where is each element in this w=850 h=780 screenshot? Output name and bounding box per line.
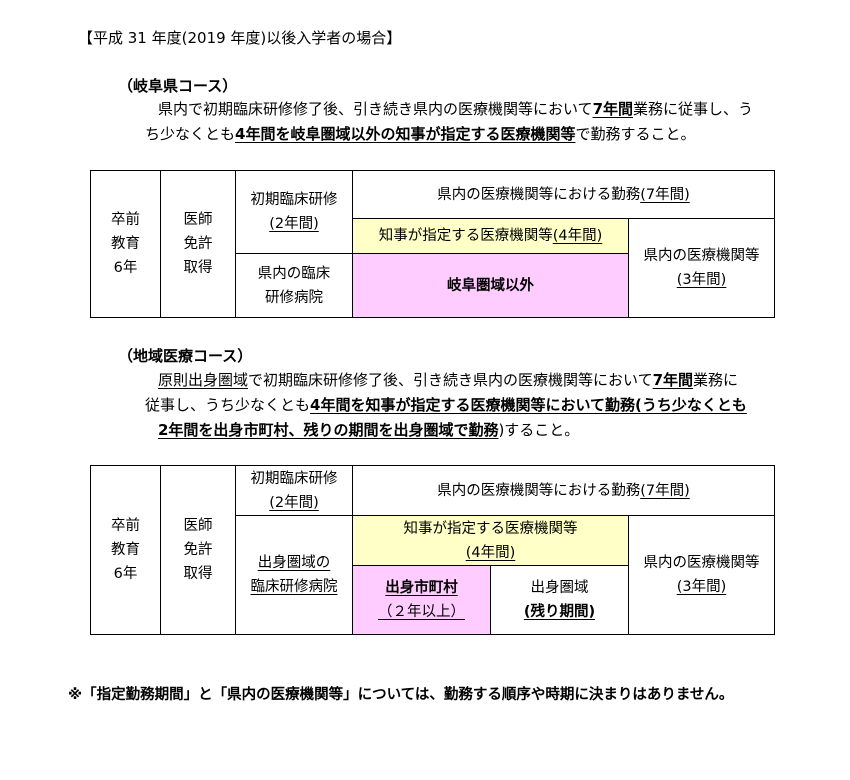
text-segment: 県内で初期臨床研修修了後、引き続き県内の医療機関等において xyxy=(158,100,593,118)
cell-text: 県内の医療機関等 xyxy=(643,555,760,571)
duration-text: （２年以上） xyxy=(378,604,465,620)
cell-text: 医師 xyxy=(183,212,213,228)
home-area-cell: 出身圏域 (残り期間) xyxy=(490,565,629,635)
duration-text: (3年間) xyxy=(676,579,727,595)
description-line: ち少なくとも 4年間を岐阜圏域以外の知事が指定する医療機関等 で勤務すること。 xyxy=(145,122,753,147)
underlined-segment: 原則出身圏域 xyxy=(158,371,249,389)
description-line: 県内で初期臨床研修修了後、引き続き県内の医療機関等において 7年間 業務に従事し… xyxy=(145,97,753,122)
cell-text: 県内の医療機関等における勤務 xyxy=(437,186,641,203)
cell-text: 初期臨床研修 xyxy=(250,192,338,208)
text-segment: )すること。 xyxy=(498,421,580,439)
pre-graduation-education-cell: 卒前 教育 6年 xyxy=(90,465,161,635)
cell-row: 県内の医療機関等における勤務 (7年間) xyxy=(437,183,690,207)
prefecture-service-header-cell: 県内の医療機関等における勤務 (7年間) xyxy=(352,465,775,516)
text-segment: で初期臨床研修修了後、引き続き県内の医療機関等において xyxy=(248,371,653,389)
medical-license-cell: 医師 免許 取得 xyxy=(160,465,236,635)
cell-text: 取得 xyxy=(183,566,213,582)
designated-institutions-cell: 知事が指定する医療機関等 (4年間) xyxy=(352,218,629,254)
training-hospital-cell: 県内の臨床 研修病院 xyxy=(235,253,353,318)
duration-text: (2年間) xyxy=(269,216,319,232)
cell-text: 県内の臨床 xyxy=(257,265,331,282)
description-line: 従事し、うち少なくとも 4年間を知事が指定する医療機関等において勤務(うち少なく… xyxy=(145,393,747,418)
emphasized-segment: 7年間 xyxy=(592,100,633,118)
cell-text: 出身市町村 xyxy=(385,580,458,596)
cell-text: 教育 xyxy=(111,236,140,252)
emphasized-segment: 4年間を知事が指定する医療機関等において勤務(うち少なくとも xyxy=(310,396,747,414)
text-segment: で勤務すること。 xyxy=(575,125,696,143)
duration-text: (2年間) xyxy=(269,494,319,511)
training-hospital-cell: 出身圏域の 臨床研修病院 xyxy=(235,515,353,635)
pre-graduation-education-cell: 卒前 教育 6年 xyxy=(90,170,161,318)
cell-text: 取得 xyxy=(183,260,213,276)
cell-text: 知事が指定する医療機関等 xyxy=(378,228,553,244)
initial-training-cell: 初期臨床研修 (2年間) xyxy=(235,170,353,254)
document-title: 【平成 31 年度(2019 年度)以後入学者の場合】 xyxy=(78,29,402,47)
cell-text: 県内の医療機関等における勤務 xyxy=(437,482,641,499)
community-course-description: 原則出身圏域 で初期臨床研修修了後、引き続き県内の医療機関等において 7年間 業… xyxy=(145,368,747,443)
cell-text: 初期臨床研修 xyxy=(250,470,338,487)
prefecture-institutions-cell: 県内の医療機関等 (3年間) xyxy=(628,218,775,318)
cell-text: 免許 xyxy=(183,542,213,558)
cell-text: 卒前 xyxy=(111,518,140,534)
emphasized-segment: 2年間を出身市町村、残りの期間を出身圏域で勤務 xyxy=(158,421,499,439)
cell-text: 出身圏域の xyxy=(257,555,331,571)
duration-text: (4年間) xyxy=(552,228,603,244)
duration-text: (残り期間) xyxy=(523,604,596,620)
outside-gifu-area-cell: 岐阜圏域以外 xyxy=(352,253,629,318)
cell-text: 臨床研修病院 xyxy=(250,579,338,595)
cell-text: 研修病院 xyxy=(265,289,323,306)
description-line: 2年間を出身市町村、残りの期間を出身圏域で勤務 )すること。 xyxy=(145,418,747,443)
duration-text: (4年間) xyxy=(465,544,516,561)
description-line: 原則出身圏域 で初期臨床研修修了後、引き続き県内の医療機関等において 7年間 業… xyxy=(145,368,747,393)
duration-text: (7年間) xyxy=(640,482,690,499)
footnote: ※「指定勤務期間」と「県内の医療機関等」については、勤務する順序や時期に決まりは… xyxy=(68,687,734,703)
gifu-course-timeline-table: 卒前 教育 6年 医師 免許 取得 初期臨床研修 (2年間) 県内の臨床 研修病… xyxy=(90,170,775,318)
cell-text: 知事が指定する医療機関等 xyxy=(403,520,578,537)
cell-text: 医師 xyxy=(183,518,213,534)
home-municipality-cell: 出身市町村 （２年以上） xyxy=(352,565,491,635)
cell-text: 出身圏域 xyxy=(530,580,589,596)
cell-text: 卒前 xyxy=(111,212,140,228)
medical-license-cell: 医師 免許 取得 xyxy=(160,170,236,318)
emphasized-segment: 7年間 xyxy=(652,371,694,389)
cell-row: 知事が指定する医療機関等 (4年間) xyxy=(379,224,603,248)
text-segment: ち少なくとも xyxy=(145,125,236,143)
cell-text: 県内の医療機関等 xyxy=(643,248,760,264)
cell-text: 6年 xyxy=(113,566,138,582)
text-segment: 業務に従事し、う xyxy=(633,100,754,118)
text-segment: 従事し、うち少なくとも xyxy=(145,396,311,414)
cell-text: 6年 xyxy=(113,260,138,276)
cell-text: 岐阜圏域以外 xyxy=(447,277,534,294)
cell-text: 教育 xyxy=(111,542,140,558)
community-course-heading: （地域医療コース） xyxy=(118,347,253,365)
emphasized-segment: 4年間を岐阜圏域以外の知事が指定する医療機関等 xyxy=(235,125,576,143)
community-course-timeline-table: 卒前 教育 6年 医師 免許 取得 初期臨床研修 (2年間) 出身圏域の 臨床研… xyxy=(90,465,775,635)
gifu-course-heading: （岐阜県コース） xyxy=(118,77,238,95)
prefecture-institutions-cell: 県内の医療機関等 (3年間) xyxy=(628,515,775,635)
designated-institutions-cell: 知事が指定する医療機関等 (4年間) xyxy=(352,515,629,566)
gifu-course-description: 県内で初期臨床研修修了後、引き続き県内の医療機関等において 7年間 業務に従事し… xyxy=(145,97,753,147)
text-segment: 業務に xyxy=(693,371,739,389)
duration-text: (3年間) xyxy=(676,272,727,288)
initial-training-cell: 初期臨床研修 (2年間) xyxy=(235,465,353,516)
cell-row: 県内の医療機関等における勤務 (7年間) xyxy=(437,479,690,503)
cell-text: 免許 xyxy=(183,236,213,252)
prefecture-service-header-cell: 県内の医療機関等における勤務 (7年間) xyxy=(352,170,775,219)
duration-text: (7年間) xyxy=(640,186,690,203)
